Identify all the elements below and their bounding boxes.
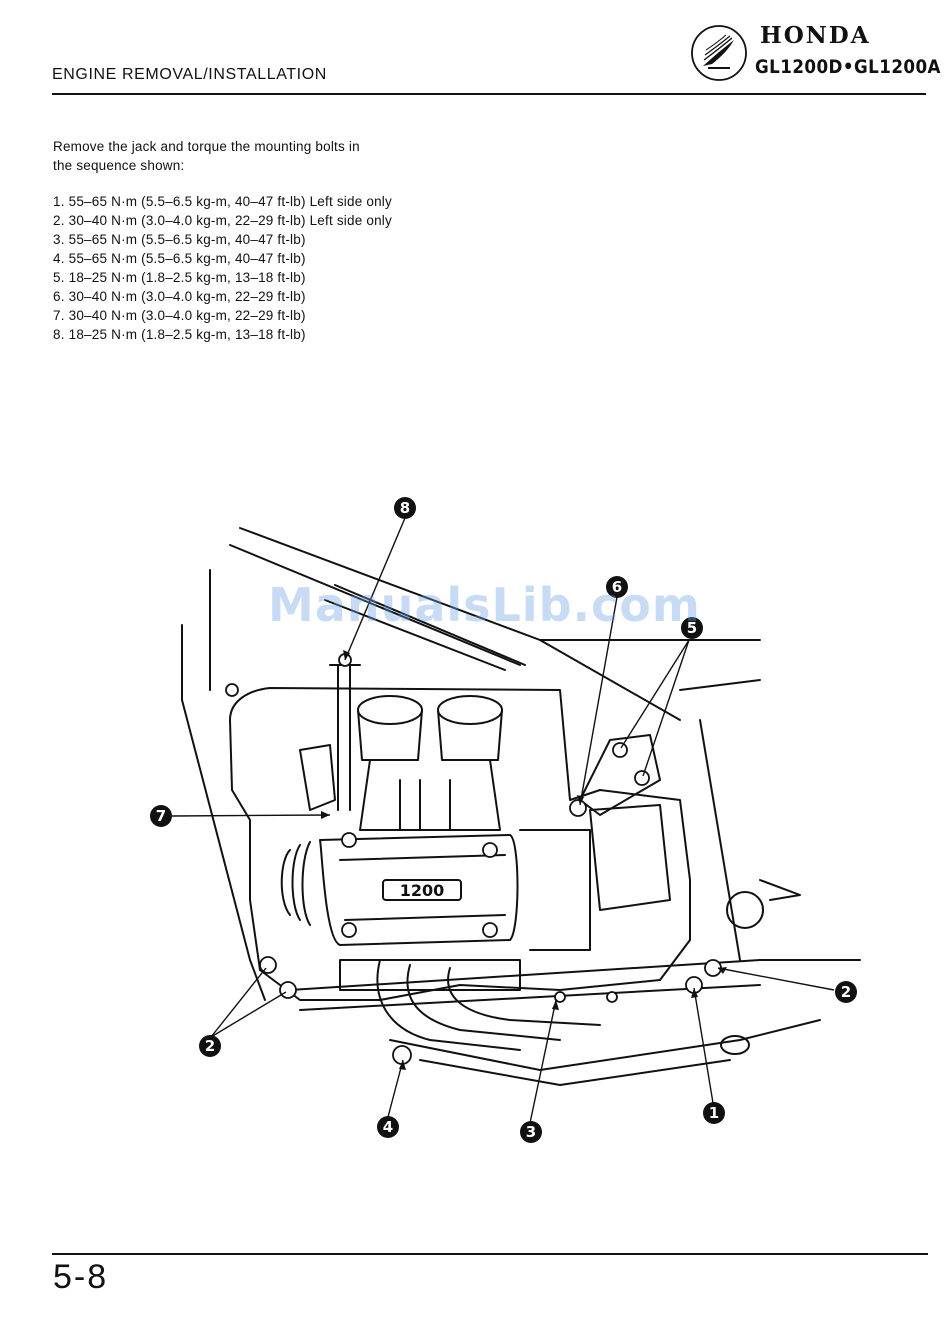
engine-badge: 1200	[400, 881, 445, 900]
torque-item: 5. 18–25 N·m (1.8–2.5 kg-m, 13–18 ft-lb)	[53, 270, 306, 285]
torque-item: 2. 30–40 N·m (3.0–4.0 kg-m, 22–29 ft-lb)…	[53, 213, 392, 228]
section-title: ENGINE REMOVAL/INSTALLATION	[52, 66, 327, 83]
brand-name: HONDA	[760, 22, 871, 49]
torque-item: 1. 55–65 N·m (5.5–6.5 kg-m, 40–47 ft-lb)…	[53, 194, 392, 209]
torque-item: 4. 55–65 N·m (5.5–6.5 kg-m, 40–47 ft-lb)	[53, 251, 306, 266]
watermark: ManualsLib.com	[268, 578, 701, 632]
model-name: GL1200D•GL1200A	[755, 56, 941, 78]
engine-mounting-diagram: 1200 8 6 5 7 2 2 1	[150, 497, 861, 1143]
intro-line-2: the sequence shown:	[53, 158, 185, 173]
header-rule	[52, 93, 926, 95]
callout-2-right: 2	[841, 983, 851, 1001]
page-number: 5-8	[53, 1258, 109, 1296]
torque-sequence-list: 1. 55–65 N·m (5.5–6.5 kg-m, 40–47 ft-lb)…	[53, 192, 392, 344]
callout-5: 5	[687, 619, 697, 637]
callout-4: 4	[383, 1118, 393, 1136]
callout-8: 8	[400, 499, 410, 517]
torque-item: 3. 55–65 N·m (5.5–6.5 kg-m, 40–47 ft-lb)	[53, 232, 306, 247]
torque-item: 8. 18–25 N·m (1.8–2.5 kg-m, 13–18 ft-lb)	[53, 327, 306, 342]
callout-6: 6	[612, 578, 622, 596]
torque-item: 6. 30–40 N·m (3.0–4.0 kg-m, 22–29 ft-lb)	[53, 289, 306, 304]
callout-1: 1	[709, 1104, 719, 1122]
callout-2-left: 2	[205, 1037, 215, 1055]
torque-item: 7. 30–40 N·m (3.0–4.0 kg-m, 22–29 ft-lb)	[53, 308, 306, 323]
callout-7: 7	[156, 807, 166, 825]
engine-badge-frame	[382, 879, 462, 901]
intro-text: Remove the jack and torque the mounting …	[53, 137, 453, 175]
footer-rule	[52, 1253, 928, 1255]
intro-line-1: Remove the jack and torque the mounting …	[53, 139, 360, 154]
honda-wing-logo-icon	[691, 25, 747, 81]
callout-3: 3	[526, 1123, 536, 1141]
